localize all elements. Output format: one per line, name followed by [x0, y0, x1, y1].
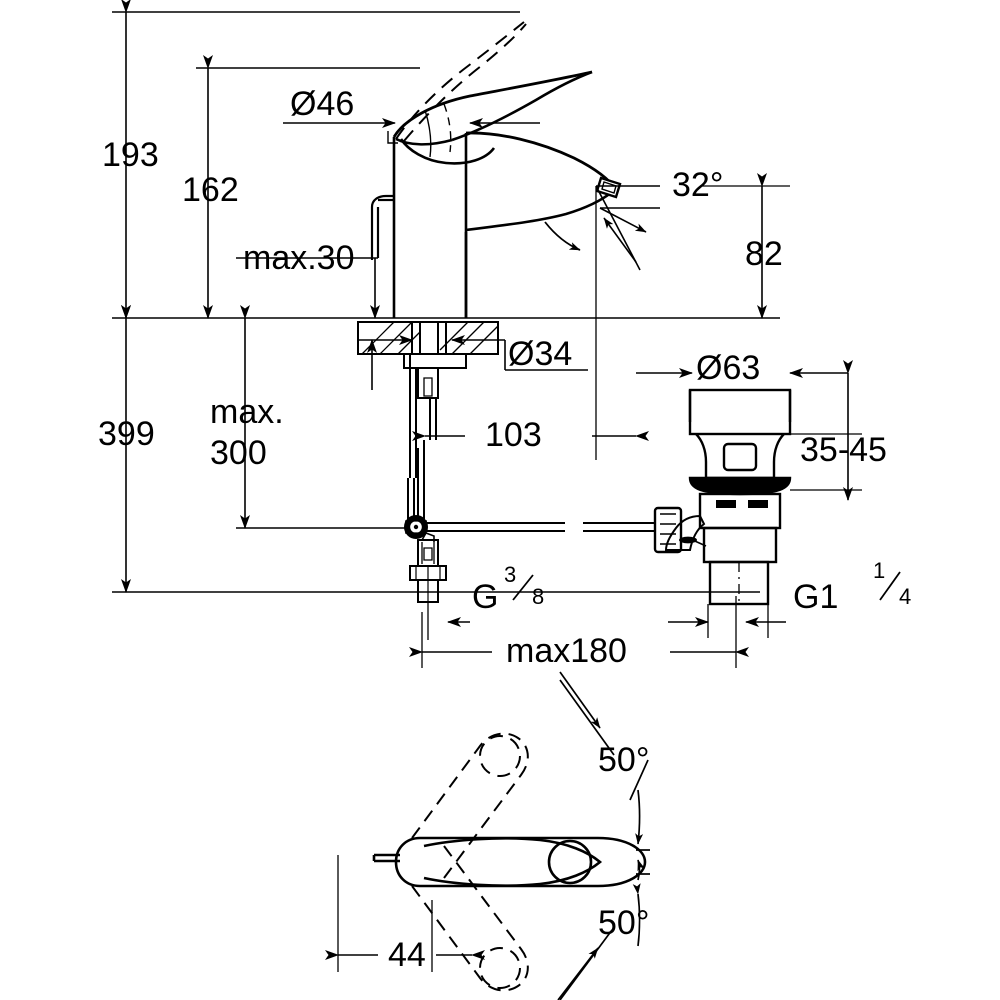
- label-32deg: 32°: [672, 166, 723, 204]
- label-g114-group: G1 1 4: [793, 558, 911, 616]
- dimension-max180: [409, 596, 749, 668]
- label-d34: Ø34: [508, 335, 572, 373]
- label-g114-denominator: 4: [899, 584, 911, 609]
- dimension-g38: [427, 602, 470, 640]
- label-44: 44: [388, 936, 426, 974]
- pop-up-waste-assembly: [653, 388, 792, 606]
- dimension-32deg: [544, 185, 660, 318]
- label-g114: G1: [793, 578, 838, 616]
- dimension-50deg-upper: [559, 671, 650, 851]
- plan-view-lever: [372, 836, 647, 888]
- label-d63: Ø63: [696, 349, 760, 387]
- faucet-body: [387, 21, 622, 318]
- faucet-shank: [403, 321, 467, 530]
- label-82: 82: [745, 235, 783, 273]
- label-162: 162: [182, 171, 239, 209]
- label-max300-line1: max.: [210, 393, 284, 431]
- label-max30: max.30: [243, 239, 355, 277]
- label-g38-group: G 3 8: [472, 562, 544, 616]
- label-50deg-upper: 50°: [598, 741, 649, 779]
- label-g38-numerator: 3: [504, 562, 516, 587]
- label-399: 399: [98, 415, 155, 453]
- label-50deg-lower: 50°: [598, 904, 649, 942]
- pop-up-pull-rod: [427, 522, 655, 532]
- dimension-d34: [358, 335, 588, 390]
- label-103: 103: [485, 416, 542, 454]
- lift-rod-pivot: [404, 515, 428, 539]
- label-g38: G: [472, 578, 498, 616]
- dimension-witness-lines: [112, 11, 780, 593]
- label-g38-denominator: 8: [532, 584, 544, 609]
- label-193: 193: [102, 136, 159, 174]
- dimension-g114: [668, 604, 786, 638]
- label-d46: Ø46: [290, 85, 354, 123]
- plan-view-lever-upper-position: [411, 732, 529, 879]
- dimension-50deg-lower: [557, 859, 650, 1000]
- label-max300-line2: 300: [210, 434, 267, 472]
- basin-deck-section: [357, 321, 499, 355]
- dimension-44: [325, 855, 485, 972]
- dimension-82: [700, 173, 790, 319]
- dimension-103: [412, 318, 649, 460]
- label-g114-numerator: 1: [873, 558, 885, 583]
- label-max180: max180: [506, 632, 627, 670]
- label-35-45: 35-45: [800, 431, 887, 469]
- dimension-35-45: [790, 360, 862, 501]
- pop-up-lift-rod: [370, 194, 394, 260]
- plan-view-lever-lower-position: [411, 845, 529, 992]
